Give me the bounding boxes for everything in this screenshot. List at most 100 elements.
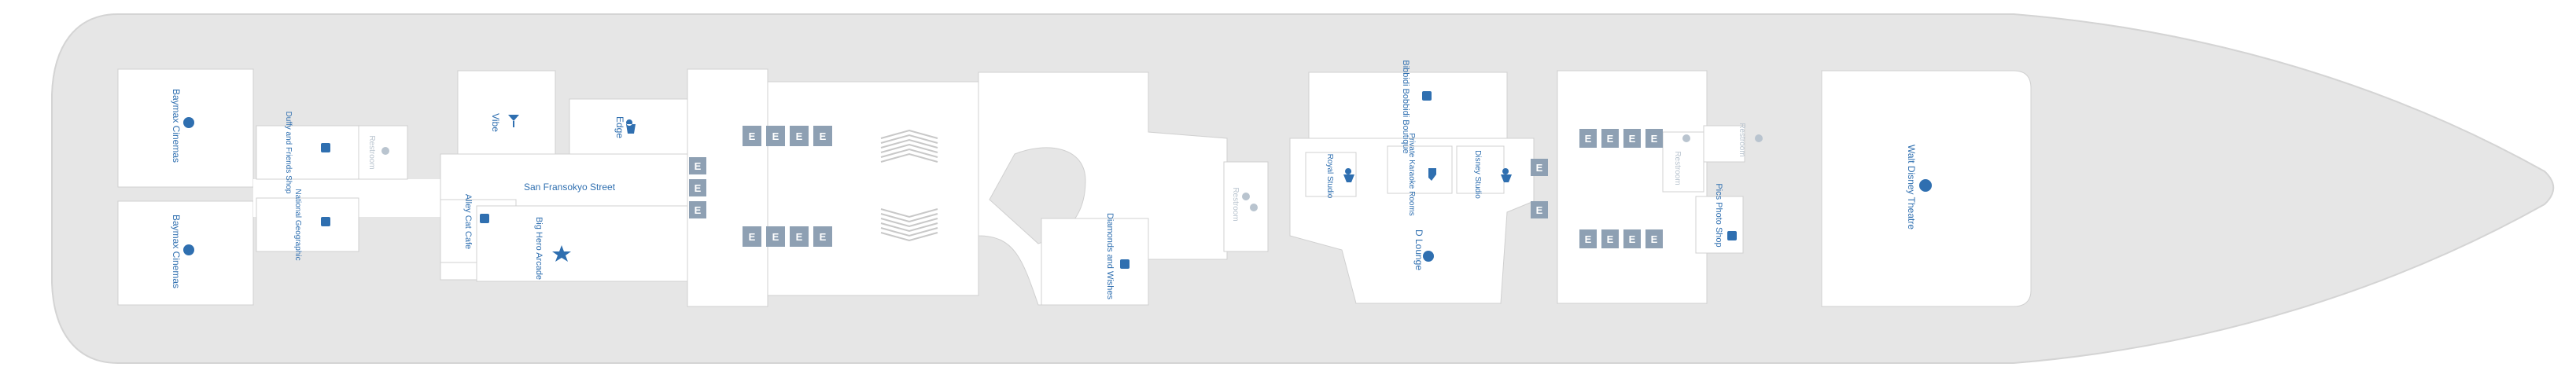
elevator[interactable] bbox=[813, 226, 832, 247]
label-alley-cat: Alley Cat Cafe bbox=[463, 194, 473, 249]
label-bibbidi: Bibbidi Bobbidi Boutique bbox=[1401, 60, 1410, 153]
elevator-glyph: E bbox=[1585, 233, 1592, 245]
elevator-glyph: E bbox=[820, 231, 827, 243]
restroom-label: Restroom bbox=[1738, 123, 1746, 156]
restroom-icon bbox=[381, 147, 389, 155]
teen-icon bbox=[626, 119, 636, 134]
label-karaoke: Private Karaoke Rooms bbox=[1407, 133, 1416, 216]
kids-icon bbox=[1343, 168, 1354, 182]
venue-label: Walt Disney Theatre bbox=[1906, 145, 1917, 229]
stair-step bbox=[880, 138, 938, 149]
venue-label: Alley Cat Cafe bbox=[463, 194, 473, 249]
elevator-glyph: E bbox=[1585, 133, 1592, 145]
elevator[interactable] bbox=[1579, 129, 1597, 148]
label-vibe: Vibe bbox=[490, 113, 501, 132]
restroom-icon bbox=[1755, 134, 1763, 142]
elevator-glyph: E bbox=[749, 231, 756, 243]
elevator-glyph: E bbox=[695, 204, 702, 216]
elevator[interactable] bbox=[1645, 129, 1663, 148]
elevator-glyph: E bbox=[695, 160, 702, 172]
room-national-geo[interactable] bbox=[256, 197, 359, 252]
stair-step bbox=[880, 129, 938, 139]
label-san-fransokyo: San Fransokyo Street bbox=[524, 182, 616, 193]
label-restroom-4: Restroom bbox=[1738, 123, 1746, 156]
stair-step bbox=[880, 227, 938, 237]
venue-label: Disney Studio bbox=[1473, 150, 1482, 199]
venue-icons bbox=[183, 91, 1932, 269]
karaoke-icon bbox=[1428, 168, 1436, 181]
shop-bag-icon bbox=[321, 143, 330, 152]
label-disney-studio: Disney Studio bbox=[1473, 150, 1482, 199]
elevator[interactable] bbox=[813, 126, 832, 146]
label-baymax-top: Baymax Cinemas bbox=[171, 89, 182, 163]
label-restroom-3: Restroom bbox=[1673, 151, 1682, 185]
room-restroom-2[interactable] bbox=[1223, 161, 1269, 252]
elevator[interactable] bbox=[1531, 159, 1548, 176]
label-national-geo: National Geographic bbox=[293, 189, 302, 260]
room-diamonds[interactable] bbox=[1041, 218, 1149, 306]
elevator-glyph: E bbox=[820, 130, 827, 142]
room-disney-studio[interactable] bbox=[1456, 145, 1505, 194]
venue-label: Bibbidi Bobbidi Boutique bbox=[1401, 60, 1410, 153]
label-restroom-2: Restroom bbox=[1231, 187, 1240, 221]
elevator[interactable] bbox=[790, 126, 809, 146]
restroom-icon bbox=[1242, 193, 1250, 200]
cocktail-icon bbox=[508, 115, 519, 127]
room-big-hero[interactable] bbox=[476, 205, 691, 282]
elevator[interactable] bbox=[1531, 201, 1548, 218]
shop-bag-icon bbox=[1422, 91, 1432, 101]
room-pics-photo[interactable] bbox=[1695, 196, 1744, 254]
elevator-glyph: E bbox=[796, 231, 803, 243]
venue-label: Vibe bbox=[490, 113, 501, 132]
venue-label: Baymax Cinemas bbox=[171, 89, 182, 163]
elevator-glyph: E bbox=[1607, 133, 1614, 145]
room-restroom-3[interactable] bbox=[1662, 131, 1704, 193]
restroom-label: Restroom bbox=[1673, 151, 1682, 185]
elevator[interactable] bbox=[689, 179, 706, 196]
accessible-icon bbox=[1682, 134, 1690, 142]
shop-bag-icon bbox=[1120, 259, 1130, 269]
stair-step bbox=[880, 232, 938, 242]
room-bibbidi[interactable] bbox=[1308, 72, 1508, 142]
elevator-glyph: E bbox=[1629, 133, 1636, 145]
elevator[interactable] bbox=[1623, 129, 1641, 148]
venue-label: Duffy and Friends Shop bbox=[284, 112, 293, 194]
label-pics-photo: Pics Photo Shop bbox=[1714, 183, 1723, 247]
label-diamonds: Diamonds and Wishes bbox=[1105, 213, 1115, 300]
label-big-hero: Big Hero Arcade bbox=[534, 217, 544, 280]
label-d-lounge: D Lounge bbox=[1413, 229, 1424, 270]
elevator-glyph: E bbox=[796, 130, 803, 142]
elevator[interactable] bbox=[1623, 229, 1641, 248]
elevator[interactable] bbox=[1601, 129, 1619, 148]
shop-bag-icon bbox=[1727, 231, 1737, 240]
room-restroom-4[interactable] bbox=[1703, 125, 1745, 163]
accessible-icon bbox=[1250, 204, 1258, 211]
label-baymax-bottom: Baymax Cinemas bbox=[171, 215, 182, 288]
venue-label: Big Hero Arcade bbox=[534, 217, 544, 280]
cafe-icon bbox=[480, 214, 489, 223]
venue-label: Baymax Cinemas bbox=[171, 215, 182, 288]
room-baymax-top[interactable] bbox=[117, 68, 254, 188]
venue-label: D Lounge bbox=[1413, 229, 1424, 270]
elevator[interactable] bbox=[743, 126, 761, 146]
elevator-glyph: E bbox=[1651, 133, 1658, 145]
elevator[interactable] bbox=[689, 201, 706, 218]
elevator[interactable] bbox=[743, 226, 761, 247]
elevator-glyph: E bbox=[1607, 233, 1614, 245]
elevator[interactable] bbox=[790, 226, 809, 247]
elevator-glyph: E bbox=[1536, 204, 1543, 216]
elevator-glyph: E bbox=[772, 231, 779, 243]
venue-label: Pics Photo Shop bbox=[1714, 183, 1723, 247]
stairs bbox=[880, 129, 938, 242]
room-karaoke[interactable] bbox=[1387, 145, 1453, 194]
elevator[interactable] bbox=[689, 157, 706, 174]
elevator[interactable] bbox=[766, 226, 785, 247]
elevator[interactable] bbox=[766, 126, 785, 146]
label-royal-studio: Royal Studio bbox=[1325, 154, 1334, 199]
elevator[interactable] bbox=[1601, 229, 1619, 248]
venue-label: Edge bbox=[614, 116, 625, 138]
room-duffy[interactable] bbox=[256, 125, 359, 180]
stair-step bbox=[880, 148, 938, 158]
elevator[interactable] bbox=[1645, 229, 1663, 248]
elevator[interactable] bbox=[1579, 229, 1597, 248]
